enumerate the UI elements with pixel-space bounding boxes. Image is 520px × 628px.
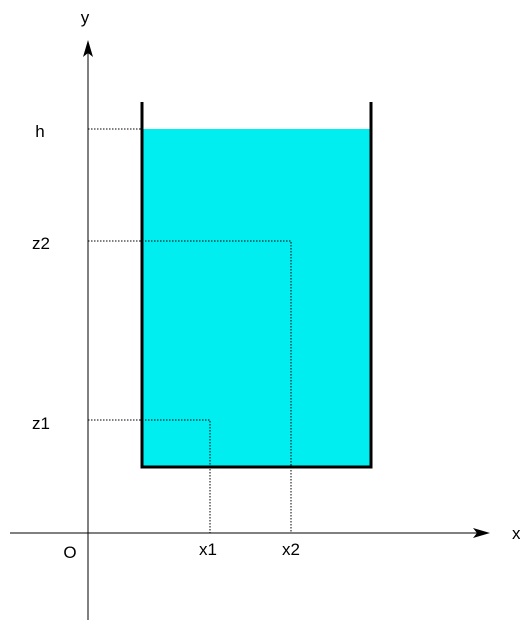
z1-label: z1 [32, 414, 50, 433]
y-axis-label: y [81, 8, 90, 27]
container-outline [140, 102, 373, 469]
x-axis-arrowhead [473, 528, 490, 538]
guide-lines [88, 128, 292, 533]
origin-label: O [63, 543, 76, 562]
y-axis-arrowhead [83, 40, 93, 57]
x-axis-label: x [512, 524, 520, 543]
z2-label: z2 [32, 234, 50, 253]
x1-label: x1 [199, 540, 217, 559]
h-label: h [35, 122, 44, 141]
liquid-fill [142, 129, 371, 467]
axes [10, 40, 490, 620]
x2-label: x2 [282, 540, 300, 559]
